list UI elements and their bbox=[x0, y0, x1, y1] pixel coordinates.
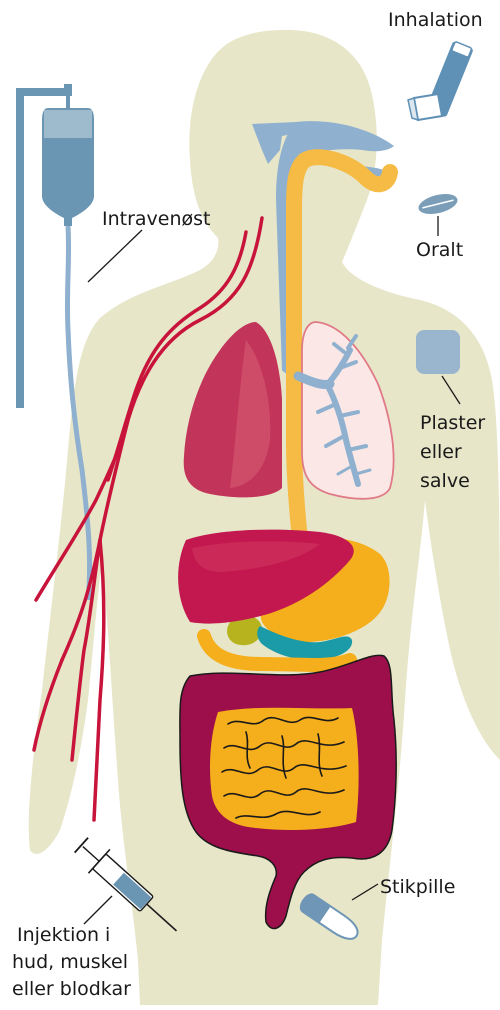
label-injection-line3: eller blodkar bbox=[12, 976, 131, 1002]
pill-icon bbox=[416, 190, 459, 217]
label-patch-line2: eller bbox=[420, 439, 462, 465]
label-patch-line3: salve bbox=[420, 468, 470, 494]
body-silhouette bbox=[29, 30, 500, 1005]
inhaler-mouthpiece bbox=[414, 94, 442, 120]
label-inhalation: Inhalation bbox=[388, 7, 483, 33]
patch-icon bbox=[416, 330, 460, 374]
leader-intravenous bbox=[88, 230, 142, 282]
syringe-plunger-rod bbox=[83, 847, 99, 862]
syringe-plunger-end bbox=[75, 838, 88, 853]
label-intravenous: Intravenøst bbox=[102, 206, 211, 232]
label-injection-line2: hud, muskel bbox=[12, 949, 128, 975]
label-suppository: Stikpille bbox=[380, 874, 455, 900]
body-shape bbox=[29, 30, 500, 1005]
label-oral: Oralt bbox=[416, 237, 463, 263]
label-injection-line1: Injektion i bbox=[17, 922, 110, 948]
leader-injection bbox=[84, 896, 112, 924]
drip-bag-top bbox=[44, 110, 92, 138]
label-patch-line1: Plaster bbox=[420, 410, 485, 436]
inhaler-icon bbox=[408, 41, 474, 120]
